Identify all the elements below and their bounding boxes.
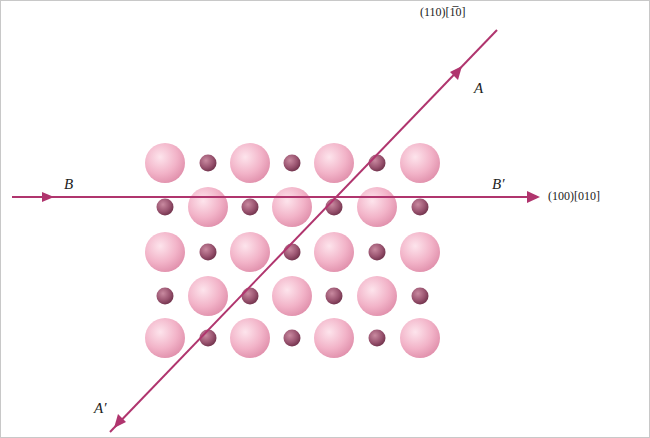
small-ion xyxy=(242,288,259,305)
large-ion xyxy=(314,318,354,358)
arrowhead xyxy=(450,66,462,80)
direction-line-b xyxy=(12,196,538,198)
large-ion xyxy=(357,276,397,316)
small-ion xyxy=(284,244,301,261)
small-ion xyxy=(157,199,174,216)
arrowhead xyxy=(527,191,540,203)
arrowhead xyxy=(42,192,54,202)
small-ion xyxy=(326,199,343,216)
large-ion xyxy=(145,318,185,358)
direction-line-a xyxy=(110,30,497,432)
small-ion xyxy=(326,288,343,305)
point-label: A′ xyxy=(92,400,108,417)
large-ion xyxy=(400,318,440,358)
large-ion xyxy=(272,187,312,227)
small-ion xyxy=(284,155,301,172)
small-ion xyxy=(200,330,217,347)
large-ion xyxy=(188,276,228,316)
large-ion xyxy=(314,143,354,183)
plane-direction-label: (110)[1̅0] xyxy=(418,6,468,19)
small-ion xyxy=(412,199,429,216)
large-ion xyxy=(400,143,440,183)
small-ion xyxy=(369,244,386,261)
small-ion xyxy=(242,199,259,216)
large-ion xyxy=(188,187,228,227)
small-ion xyxy=(412,288,429,305)
large-ion xyxy=(230,318,270,358)
small-ion xyxy=(369,330,386,347)
large-ion xyxy=(314,232,354,272)
large-ion xyxy=(230,143,270,183)
small-ion xyxy=(284,330,301,347)
large-ion xyxy=(357,187,397,227)
small-ion xyxy=(200,244,217,261)
plane-direction-label: (100)[010] xyxy=(546,190,602,203)
small-ion xyxy=(369,155,386,172)
point-label: B xyxy=(62,176,75,193)
large-ion xyxy=(145,232,185,272)
point-label: B′ xyxy=(490,176,506,193)
large-ion xyxy=(145,143,185,183)
large-ion xyxy=(272,276,312,316)
arrowhead xyxy=(114,414,126,428)
large-ion xyxy=(230,232,270,272)
small-ion xyxy=(200,155,217,172)
ion-spheres xyxy=(145,143,440,358)
large-ion xyxy=(400,232,440,272)
small-ion xyxy=(157,288,174,305)
point-label: A xyxy=(472,80,485,97)
